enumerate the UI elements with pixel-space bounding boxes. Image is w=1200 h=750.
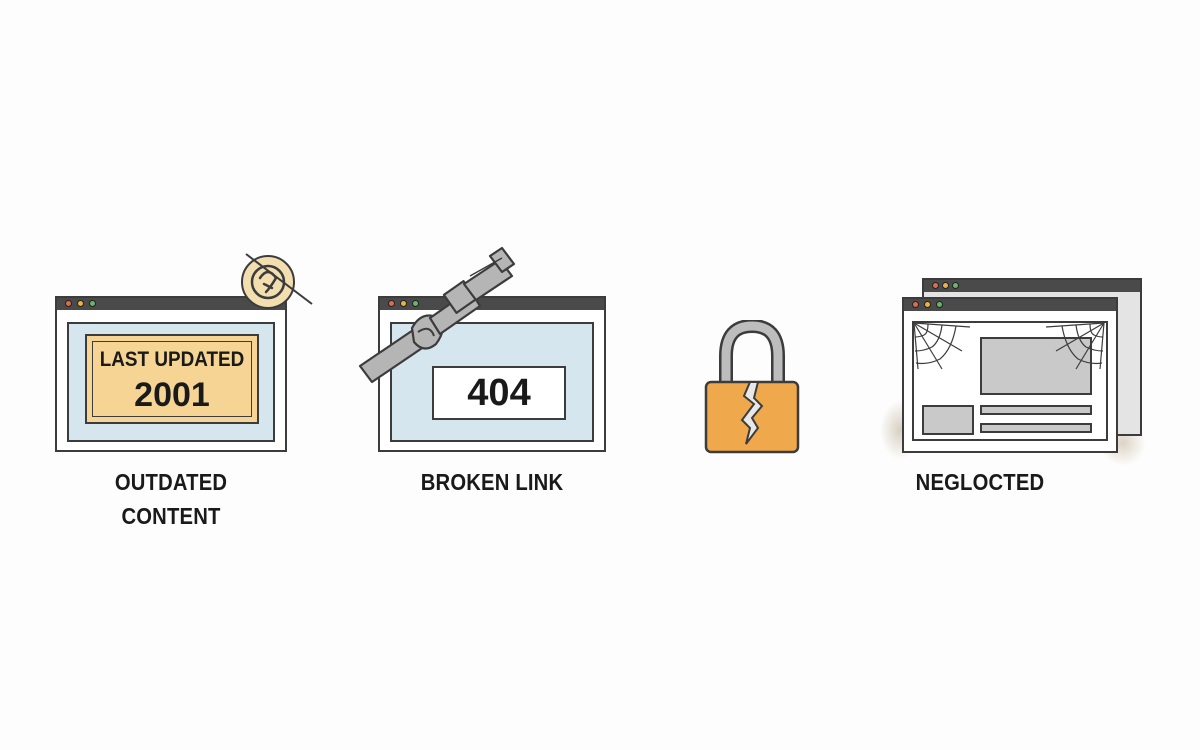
close-dot-icon [388, 300, 395, 307]
last-updated-notice: LAST UPDATED 2001 [85, 334, 259, 424]
outdated-browser-window: LAST UPDATED 2001 [55, 296, 287, 452]
browser-titlebar [924, 280, 1140, 292]
browser-titlebar [380, 298, 604, 310]
browser-titlebar [57, 298, 285, 310]
minimize-dot-icon [400, 300, 407, 307]
notice-title: LAST UPDATED [99, 348, 245, 371]
cracked-padlock-icon [704, 320, 800, 454]
crossed-out-clock-badge-icon [241, 253, 313, 309]
image-placeholder [980, 337, 1092, 395]
maximize-dot-icon [952, 282, 959, 289]
minimize-dot-icon [942, 282, 949, 289]
error-box: 404 [432, 366, 566, 420]
close-dot-icon [932, 282, 939, 289]
error-code: 404 [467, 372, 531, 414]
minimize-dot-icon [77, 300, 84, 307]
maximize-dot-icon [412, 300, 419, 307]
maximize-dot-icon [936, 301, 943, 308]
neglected-label: NEGLOCTED [915, 469, 1045, 495]
neglected-browser-window [902, 297, 1118, 453]
broken-chain-link-icon [358, 246, 516, 384]
outdated-content-label: OUTDATED CONTENT [114, 469, 228, 529]
maximize-dot-icon [89, 300, 96, 307]
minimize-dot-icon [924, 301, 931, 308]
close-dot-icon [65, 300, 72, 307]
browser-titlebar [904, 299, 1116, 311]
notice-year: 2001 [134, 376, 210, 414]
cobweb-icon [1045, 322, 1105, 370]
text-line-placeholder [980, 405, 1092, 415]
close-dot-icon [912, 301, 919, 308]
sidebar-placeholder [922, 405, 974, 435]
broken-link-label: BROKEN LINK [420, 469, 564, 495]
text-line-placeholder [980, 423, 1092, 433]
cobweb-icon [913, 322, 971, 370]
